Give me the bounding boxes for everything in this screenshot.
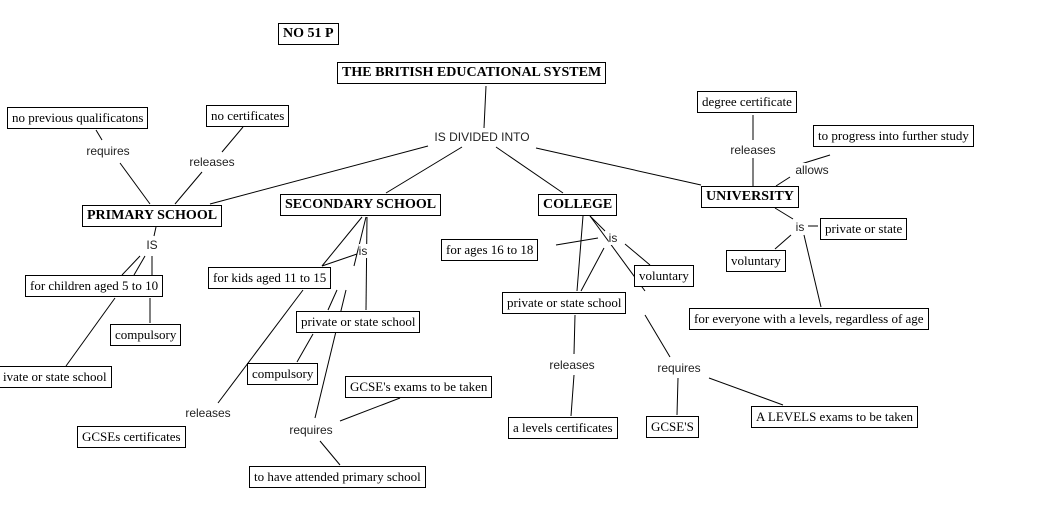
college-requires-link: requires	[657, 361, 701, 375]
secondary-type-node: private or state school	[296, 311, 421, 333]
university-releases-link: releases	[730, 143, 776, 157]
secondary-compulsory-node: compulsory	[247, 363, 319, 385]
secondary-is-link: is	[358, 244, 368, 258]
university-allows-link: allows	[795, 163, 829, 177]
college-node: COLLEGE	[538, 194, 618, 216]
primary-compulsory-node: compulsory	[110, 324, 182, 346]
primary-releases-node: no certificates	[206, 105, 290, 127]
university-is-link: is	[795, 220, 805, 234]
college-gcse-node: GCSE'S	[646, 416, 699, 438]
college-ages-node: for ages 16 to 18	[441, 239, 539, 261]
secondary-releases-link: releases	[185, 406, 231, 420]
primary-is-link: IS	[146, 238, 158, 252]
secondary-ages-node: for kids aged 11 to 15	[208, 267, 332, 289]
secondary-exams-node: GCSE's exams to be taken	[345, 376, 493, 398]
college-releases-link: releases	[549, 358, 595, 372]
college-releases-node: a levels certificates	[508, 417, 618, 439]
university-voluntary-node: voluntary	[726, 250, 786, 272]
primary-releases-link: releases	[189, 155, 235, 169]
secondary-releases-node: GCSEs certificates	[77, 426, 186, 448]
secondary-attended-node: to have attended primary school	[249, 466, 426, 488]
college-exams-node: A LEVELS exams to be taken	[751, 406, 919, 428]
university-allows-node: to progress into further study	[813, 125, 974, 147]
college-is-link: is	[608, 231, 618, 245]
link-is-divided-into: IS DIVIDED INTO	[434, 130, 530, 144]
primary-requires-link: requires	[86, 144, 130, 158]
primary-requires-node: no previous qualificatons	[7, 107, 149, 129]
university-everyone-node: for everyone with a levels, regardless o…	[689, 308, 929, 330]
document-code: NO 51 P	[278, 23, 339, 45]
secondary-school-node: SECONDARY SCHOOL	[280, 194, 442, 216]
university-node: UNIVERSITY	[701, 186, 799, 208]
primary-ages-node: for children aged 5 to 10	[25, 275, 164, 297]
primary-school-node: PRIMARY SCHOOL	[82, 205, 223, 227]
secondary-requires-link: requires	[289, 423, 333, 437]
root-concept: THE BRITISH EDUCATIONAL SYSTEM	[337, 62, 607, 84]
college-type-node: private or state school	[502, 292, 627, 314]
university-releases-node: degree certificate	[697, 91, 797, 113]
primary-type-node: ivate or state school	[0, 366, 112, 388]
university-type-node: private or state	[820, 218, 908, 240]
college-voluntary-node: voluntary	[634, 265, 694, 287]
